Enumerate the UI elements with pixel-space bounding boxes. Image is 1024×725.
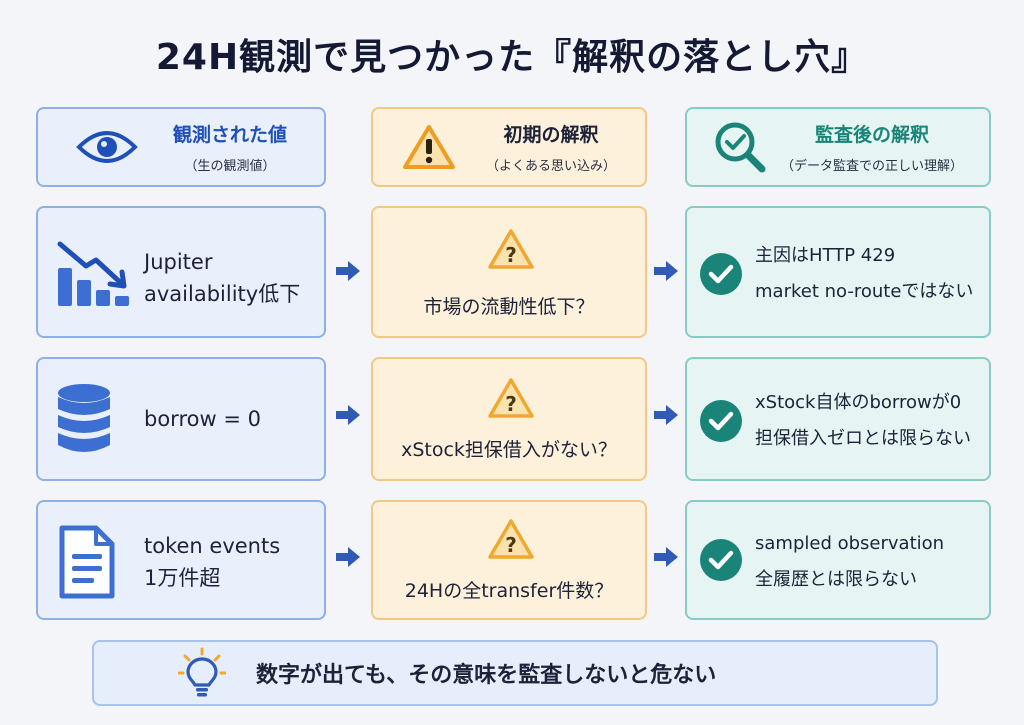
initial-1-text: 市場の流動性低下？: [423, 296, 595, 318]
observed-3-line-1: token events: [144, 534, 281, 558]
magnifier-check-icon: [715, 122, 766, 173]
initial-2-text: xStock担保借入がない？: [401, 439, 617, 461]
question-warning-icon: ?: [488, 519, 534, 559]
header-initial-subtitle: （よくある思い込み）: [485, 159, 616, 174]
header-observed-subtitle: （生の観測値）: [184, 159, 276, 174]
initial-box-3: ? 24Hの全transfer件数？: [371, 500, 647, 620]
audited-1-line-2: market no-routeではない: [755, 281, 974, 302]
document-icon: [59, 525, 115, 599]
declining-bar-chart-icon: [57, 241, 129, 306]
svg-text:?: ?: [505, 243, 517, 267]
observed-3-line-2: 1万件超: [144, 566, 221, 590]
observed-box-1: Jupiter availability低下: [36, 206, 326, 338]
audited-box-3: sampled observation 全履歴とは限らない: [685, 500, 991, 620]
observed-1-line-1: Jupiter: [144, 250, 213, 274]
lightbulb-icon: [178, 647, 226, 697]
header-observed-title: 観測された値: [172, 124, 287, 146]
audited-2-line-2: 担保借入ゼロとは限らない: [755, 428, 971, 449]
header-audited-title: 監査後の解釈: [814, 124, 929, 146]
database-icon: [58, 384, 110, 452]
arrow-icon: [336, 405, 360, 425]
observed-2-line-1: borrow = 0: [144, 407, 261, 431]
check-circle-icon: [700, 539, 742, 581]
audited-1-line-1: 主因はHTTP 429: [755, 245, 896, 266]
check-circle-icon: [700, 253, 742, 295]
observed-box-3: token events 1万件超: [36, 500, 326, 620]
eye-icon: [76, 131, 138, 163]
arrow-icon: [654, 547, 678, 567]
header-audited-subtitle: （データ監査での正しい理解）: [780, 159, 963, 174]
header-initial-title: 初期の解釈: [503, 124, 599, 146]
arrow-icon: [654, 405, 678, 425]
arrow-icon: [654, 261, 678, 281]
audited-box-2: xStock自体のborrowが0 担保借入ゼロとは限らない: [685, 357, 991, 481]
page-title: 24H観測で見つかった『解釈の落とし穴』: [155, 37, 869, 78]
header-observed: 観測された値 （生の観測値）: [36, 107, 326, 187]
observed-1-line-2: availability低下: [144, 282, 301, 306]
footer-banner: 数字が出ても、その意味を監査しないと危ない: [92, 640, 938, 706]
question-warning-icon: ?: [488, 229, 534, 269]
question-warning-icon: ?: [488, 378, 534, 418]
warning-icon: [402, 125, 455, 169]
audited-2-line-1: xStock自体のborrowが0: [755, 392, 962, 413]
observed-box-2: borrow = 0: [36, 357, 326, 481]
audited-box-1: 主因はHTTP 429 market no-routeではない: [685, 206, 991, 338]
svg-text:?: ?: [505, 533, 517, 557]
header-audited: 監査後の解釈 （データ監査での正しい理解）: [685, 107, 991, 187]
audited-3-line-1: sampled observation: [755, 533, 945, 554]
footer-text: 数字が出ても、その意味を監査しないと危ない: [256, 663, 717, 688]
svg-text:?: ?: [505, 392, 517, 416]
initial-box-1: ? 市場の流動性低下？: [371, 206, 647, 338]
audited-3-line-2: 全履歴とは限らない: [755, 569, 917, 590]
header-initial: 初期の解釈 （よくある思い込み）: [371, 107, 647, 187]
arrow-icon: [336, 547, 360, 567]
initial-3-text: 24Hの全transfer件数？: [404, 580, 614, 602]
initial-box-2: ? xStock担保借入がない？: [371, 357, 647, 481]
arrow-icon: [336, 261, 360, 281]
check-circle-icon: [700, 400, 742, 442]
